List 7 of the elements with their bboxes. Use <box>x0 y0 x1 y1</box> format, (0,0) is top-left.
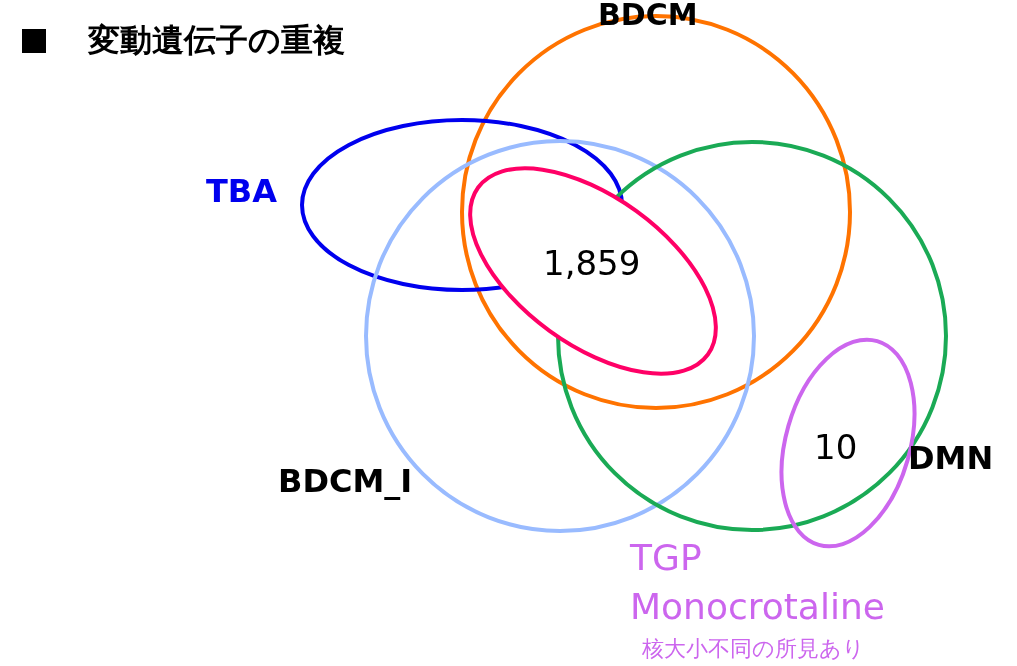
title: 変動遺伝子の重複 <box>88 24 345 56</box>
circle-label: DMN <box>908 442 994 474</box>
ellipse-label: TGP Monocrotaline <box>630 536 886 629</box>
note-text: 核大小不同の所見あり <box>642 638 865 660</box>
count-label: 10 <box>814 430 858 464</box>
ellipse-label: TBA <box>206 175 277 207</box>
count-label: 1,859 <box>543 246 641 280</box>
